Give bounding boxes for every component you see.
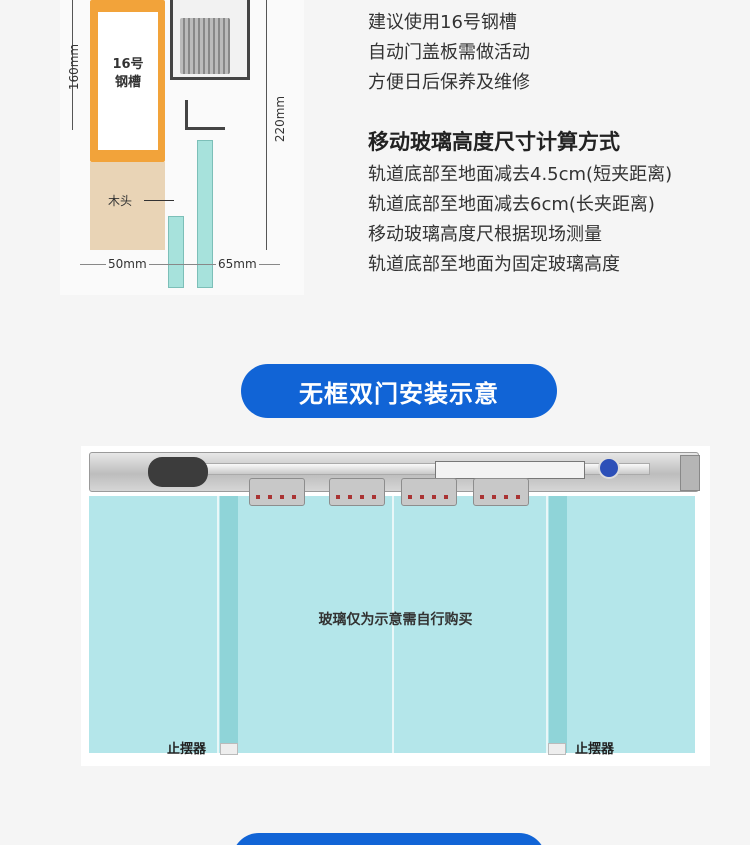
- floor-stop-left: [220, 743, 238, 755]
- steel-channel-inner: [98, 12, 158, 150]
- dimension-line-right: [266, 0, 267, 250]
- note-line: 自动门盖板需做活动: [368, 42, 530, 63]
- dimension-label-bottom-left: 50mm: [106, 257, 149, 271]
- dimension-label-right: 220mm: [273, 95, 287, 143]
- steel-label-line2: 钢槽: [114, 75, 141, 90]
- glass-leaf-moving-right: [396, 496, 548, 753]
- frameless-double-door-illustration: 玻璃仅为示意需自行购买 止摆器 止摆器: [81, 446, 710, 766]
- stop-label-left: 止摆器: [167, 742, 207, 757]
- calc-list: 轨道底部至地面减去4.5cm(短夹距离) 轨道底部至地面减去6cm(长夹距离) …: [368, 160, 672, 280]
- rail-controller: [435, 461, 585, 479]
- rail-housing: [89, 452, 700, 492]
- note-list: 建议使用16号钢槽 自动门盖板需做活动 方便日后保养及维修: [368, 8, 530, 98]
- note-line: 方便日后保养及维修: [368, 72, 530, 93]
- floor-stop-right: [548, 743, 566, 755]
- calc-line: 轨道底部至地面为固定玻璃高度: [368, 254, 620, 275]
- dimension-label-left: 160mm: [67, 43, 81, 91]
- glass-edge-right: [549, 496, 567, 753]
- rail-end-cap: [680, 455, 700, 491]
- stop-label-right: 止摆器: [575, 742, 615, 757]
- dimension-label-bottom-right: 65mm: [216, 257, 259, 271]
- calc-line: 轨道底部至地面减去4.5cm(短夹距离): [368, 164, 673, 185]
- glass-leaf-moving-left: [239, 496, 394, 753]
- calc-title: 移动玻璃高度尺寸计算方式: [368, 130, 620, 154]
- glass-edge-left: [220, 496, 238, 753]
- calc-line: 轨道底部至地面减去6cm(长夹距离): [368, 194, 655, 215]
- cross-section-diagram: 160mm 16号 钢槽 木头 220mm 50mm 65mm: [60, 0, 304, 295]
- next-section-heading: [232, 833, 546, 845]
- hanger-clamp: [401, 478, 457, 506]
- note-line: 建议使用16号钢槽: [368, 12, 517, 33]
- glass-panel-moving: [197, 140, 213, 288]
- glass-note: 玻璃仅为示意需自行购买: [318, 612, 473, 628]
- glass-area: [89, 496, 695, 753]
- wood-leader-line: [144, 200, 174, 201]
- steel-channel-label: 16号 钢槽: [98, 56, 158, 92]
- rail-bracket: [185, 100, 225, 130]
- rail-motor: [148, 457, 208, 487]
- wood-label: 木头: [108, 194, 133, 208]
- hanger-clamp: [249, 478, 305, 506]
- dimension-line-left: [72, 0, 73, 130]
- glass-leaf-fixed-left: [89, 496, 219, 753]
- section-heading: 无框双门安装示意: [241, 364, 557, 418]
- rail-sensor-icon: [598, 457, 620, 479]
- glass-panel-fixed: [168, 216, 184, 288]
- note-partial-line: 轨道一般安装在钢槽或者左边: [368, 0, 602, 8]
- dimension-line-bottom: [80, 264, 280, 265]
- wood-block: [90, 162, 165, 250]
- calc-line: 移动玻璃高度尺根据现场测量: [368, 224, 602, 245]
- hanger-clamp: [473, 478, 529, 506]
- hanger-clamp: [329, 478, 385, 506]
- operator-motor: [180, 18, 230, 74]
- steel-label-line1: 16号: [112, 57, 144, 72]
